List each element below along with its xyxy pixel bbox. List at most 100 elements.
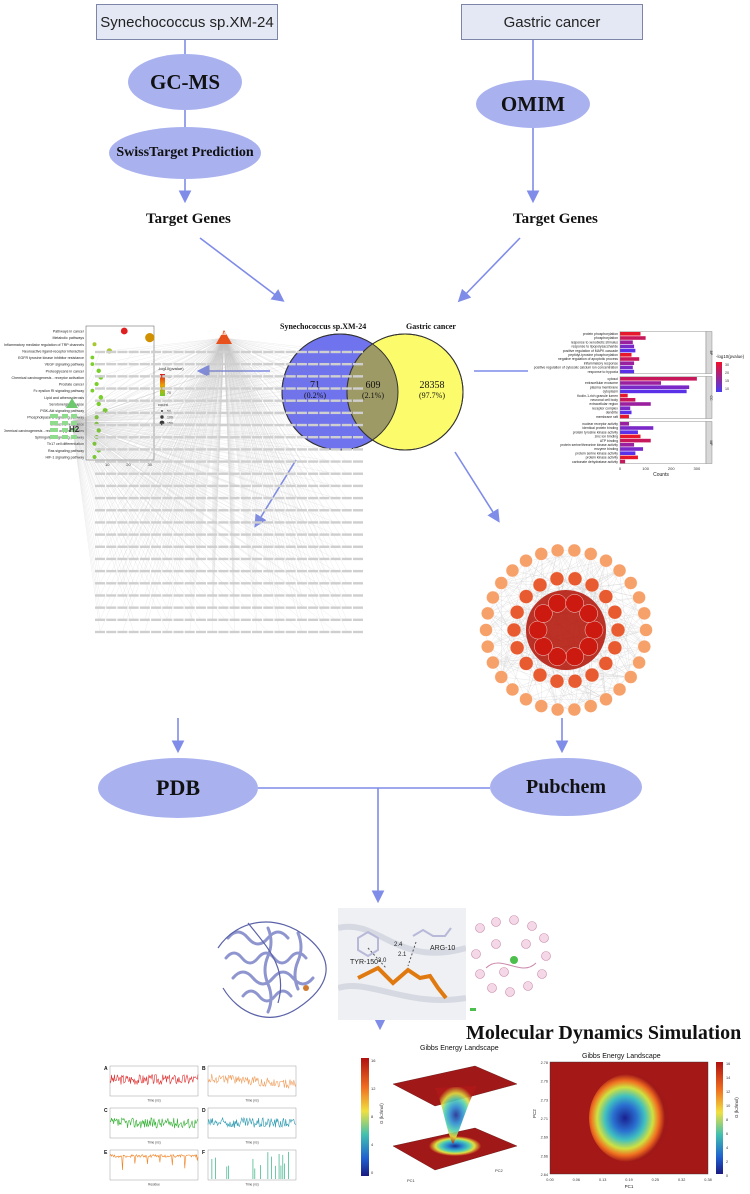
md-panel-xlabel: Time (ns) [147,1141,160,1145]
gibbs-2d-title: Gibbs Energy Landscape [582,1053,661,1060]
gibbs-3d-colorbar-tick: 4 [371,1142,374,1147]
interaction-residue [476,924,485,933]
gibbs-2d-basin [589,1074,669,1162]
go-bar [620,460,625,464]
gibbs-2d-colorbar-label: G (kJ/mol) [734,1097,739,1118]
md-panel-xlabel: Time (ns) [147,1099,160,1103]
docking-pose-image: 2.4 2.1 3.0 ARG-10 TYR-150 [338,908,466,1020]
go-bar [620,377,697,381]
go-x-title: Counts [653,472,669,478]
docking-residue-tyr: TYR-150 [350,959,378,966]
gibbs-2d-colorbar-tick: 16 [726,1062,730,1066]
md-panel-letter: C [104,1108,108,1114]
gibbs-3d-pc1: PC1 [407,1178,416,1183]
gibbs-3d-colorbar-tick: 12 [371,1086,376,1091]
go-bar [620,353,632,357]
venn-right-count: 28358 [402,380,462,391]
gibbs-3d-colorbar-tick: 0 [371,1170,374,1175]
pdb-ellipse: PDB [98,758,258,818]
go-legend-tick: 30 [725,363,729,367]
gibbs-2d-xlabel: PC1 [625,1184,634,1189]
go-bar [620,370,634,374]
target-genes-right: Target Genes [513,211,598,228]
go-bar [620,357,639,361]
go-legend-tick: 10 [725,387,729,391]
interaction-residue [538,970,547,979]
go-bar [620,451,635,455]
interaction-residue [528,922,537,931]
go-bar [620,430,638,434]
gibbs-2d-ylabel: PC2 [532,1109,537,1118]
gibbs-2d-y-tick: 2.73 [541,1098,548,1102]
go-bar [620,385,689,389]
go-group-label: CC [709,395,713,401]
go-bar [620,402,651,406]
interaction-residue [488,984,497,993]
venn-right-pct: (97.7%) [402,391,462,400]
network-top-node-label: Gastric cancer [217,331,252,337]
ppi-network [468,538,664,722]
network-left-node-label: H2 [69,425,79,434]
go-legend-title: -log10(pvalue) [716,354,745,359]
gcms-ellipse: GC-MS [128,54,242,110]
docking-dist-1: 2.1 [398,952,407,958]
gcms-label: GC-MS [150,70,220,95]
gibbs-2d-x-tick: 0.00 [546,1178,553,1182]
protein-structure-image [208,908,338,1020]
go-bar [620,439,651,443]
docking-dist-3: 3.0 [378,958,387,964]
interaction-residue [510,916,519,925]
gibbs-2d-x-tick: 0.06 [573,1178,580,1182]
go-bar [620,332,641,336]
interaction-residue [492,940,501,949]
gibbs-2d-heatmap: 0.000.060.130.190.250.320.382.782.762.73… [530,1052,746,1192]
gibbs-2d-y-tick: 2.64 [541,1173,548,1177]
go-term-label: carbonate dehydratase activity [572,460,618,464]
md-timeseries-panels: ATime (ns)BTime (ns)CTime (ns)DTime (ns)… [104,1064,298,1192]
interaction-residue [476,970,485,979]
go-bar [620,361,634,365]
md-panel-frame [110,1108,198,1138]
go-bar [620,447,643,451]
go-bar [620,456,638,460]
go-legend-tick: 15 [725,379,729,383]
go-bar [620,340,633,344]
go-bar [620,366,633,370]
go-bar [620,390,687,394]
go-x-tick: 100 [642,466,649,471]
md-panel-letter: B [202,1066,206,1072]
go-color-scale [716,362,722,392]
gibbs-2d-colorbar-tick: 6 [726,1132,728,1136]
go-group-label: BP [709,351,713,356]
venn-right-region: 28358 (97.7%) [402,380,462,400]
gibbs-2d-y-tick: 2.66 [541,1154,548,1158]
go-term-label: response to hypoxia [588,370,618,374]
gibbs-3d-title: Gibbs Energy Landscape [420,1045,499,1052]
gibbs-2d-x-tick: 0.38 [704,1178,711,1182]
omim-ellipse: OMIM [476,80,590,128]
md-panel-xlabel: Time (ns) [245,1099,258,1103]
pubchem-label: Pubchem [526,776,606,799]
go-bar-chart: protein phosphorylationphosphorylationre… [528,330,746,492]
target-genes-left: Target Genes [146,211,231,228]
gibbs-3d-landscape: 1612840G (kJ/mol)PC1PC2 [355,1044,525,1192]
md-panel-xlabel: Time (ns) [245,1183,258,1187]
gibbs-3d-colorbar [361,1058,369,1176]
source-label: Synechococcus sp.XM-24 [100,14,273,31]
docking-residue-arg: ARG-10 [430,945,455,952]
md-panel-letter: F [202,1150,205,1156]
md-panel-xlabel: Residue [148,1183,160,1187]
interaction-residue [472,950,481,959]
go-bar [620,415,629,419]
network-target-nodes [95,351,363,633]
go-legend-tick: 20 [725,371,729,375]
docking-dist-2: 2.4 [394,942,403,948]
interaction-2d-diagram [466,908,556,1020]
pdb-label: PDB [156,775,200,801]
go-bar [620,381,661,385]
source-box-gastric-cancer: Gastric cancer [461,4,643,40]
venn-right-title: Gastric cancer [406,322,456,331]
go-bar [620,411,632,415]
source-label: Gastric cancer [504,14,601,31]
md-panel-letter: E [104,1150,108,1156]
